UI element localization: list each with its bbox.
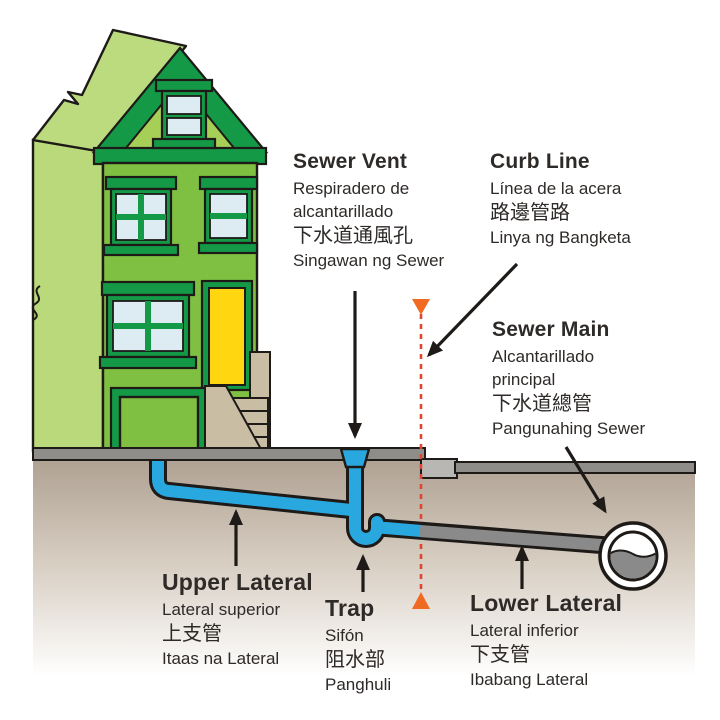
curb-line-chinese: 路邊管路 bbox=[490, 202, 570, 224]
lower-lateral-spanish: Lateral inferior bbox=[470, 621, 579, 640]
sewer-vent-spanish: Respiradero de alcantarillado bbox=[293, 179, 410, 221]
upper-lateral-spanish: Lateral superior bbox=[162, 600, 281, 619]
window-header bbox=[154, 78, 214, 93]
sewer-vent-chinese: 下水道通風孔 bbox=[293, 225, 413, 247]
sewer-main-title: Sewer Main bbox=[492, 318, 610, 341]
curb-stone bbox=[420, 458, 458, 479]
window-upper-right bbox=[197, 175, 259, 255]
sidewalk-surface bbox=[32, 447, 426, 461]
window-middle bbox=[98, 280, 198, 370]
curb-line-triangle-bottom bbox=[412, 592, 430, 609]
upper-lateral-pipe bbox=[152, 461, 352, 516]
arrows bbox=[229, 262, 607, 592]
curb-line-arrow bbox=[426, 262, 519, 358]
lower-lateral-label: Lower Lateral Lateral inferior 下支管 Ibaba… bbox=[470, 590, 660, 691]
upper-lateral-title: Upper Lateral bbox=[162, 569, 313, 595]
eave-band bbox=[92, 146, 268, 166]
lower-lateral-title: Lower Lateral bbox=[470, 590, 623, 616]
wall-squiggle-decoration bbox=[31, 285, 41, 321]
garage-inner bbox=[118, 395, 200, 453]
sewer-main-pipe bbox=[598, 521, 668, 591]
window-pane bbox=[166, 117, 202, 136]
upper-lateral-label: Upper Lateral Lateral superior 上支管 Itaas… bbox=[162, 569, 352, 670]
window-header bbox=[104, 175, 178, 191]
sewer-main-arrow bbox=[564, 446, 607, 514]
upper-lateral-chinese: 上支管 bbox=[162, 623, 222, 645]
window-sill bbox=[102, 243, 180, 257]
lower-lateral-tagalog: Ibabang Lateral bbox=[470, 670, 589, 689]
sewer-main-label: Sewer Main Alcantarillado principal 下水道總… bbox=[492, 318, 657, 440]
house-side-wall bbox=[31, 138, 105, 453]
sewer-main-spanish: Alcantarillado principal bbox=[492, 347, 595, 389]
curb-line-label: Curb Line Línea de la acera 路邊管路 Linya n… bbox=[490, 150, 675, 249]
lower-lateral-pipe bbox=[419, 525, 615, 552]
trap-title: Trap bbox=[325, 595, 375, 621]
trap-label: Trap Sifón 阻水部 Panghuli bbox=[325, 595, 455, 696]
window-upper-left bbox=[102, 175, 180, 257]
trap-chinese: 阻水部 bbox=[325, 649, 385, 671]
trap-spanish: Sifón bbox=[325, 626, 364, 645]
window-sill bbox=[98, 355, 198, 370]
sewer-vent-title: Sewer Vent bbox=[293, 150, 408, 173]
window-pane bbox=[166, 95, 202, 115]
lower-lateral-chinese: 下支管 bbox=[470, 644, 530, 666]
house bbox=[31, 28, 271, 453]
gable-window bbox=[151, 78, 217, 150]
curb-line-spanish: Línea de la acera bbox=[490, 179, 622, 198]
trap-pipe bbox=[349, 504, 422, 545]
window-sill bbox=[151, 137, 217, 150]
sewer-vent-label: Sewer Vent Respiradero de alcantarillado… bbox=[293, 150, 453, 272]
window-header bbox=[198, 175, 259, 191]
vent-funnel bbox=[339, 447, 371, 469]
window-sill bbox=[197, 241, 259, 255]
trap-tagalog: Panghuli bbox=[325, 675, 392, 694]
front-door bbox=[200, 279, 254, 392]
garage-opening bbox=[109, 386, 209, 453]
curb-line-triangle-top bbox=[412, 299, 430, 315]
sewer-main-tagalog: Pangunahing Sewer bbox=[492, 419, 646, 438]
sewer-main-chinese: 下水道總管 bbox=[492, 393, 592, 415]
sewer-vent-tagalog: Singawan ng Sewer bbox=[293, 251, 445, 270]
upper-lateral-tagalog: Itaas na Lateral bbox=[162, 649, 280, 668]
door-panel bbox=[208, 287, 246, 386]
stoop-stairs bbox=[204, 351, 271, 452]
window-header bbox=[100, 280, 196, 297]
curb-line-title: Curb Line bbox=[490, 150, 590, 173]
curb-line-tagalog: Linya ng Bangketa bbox=[490, 228, 631, 247]
pipes bbox=[149, 447, 615, 555]
